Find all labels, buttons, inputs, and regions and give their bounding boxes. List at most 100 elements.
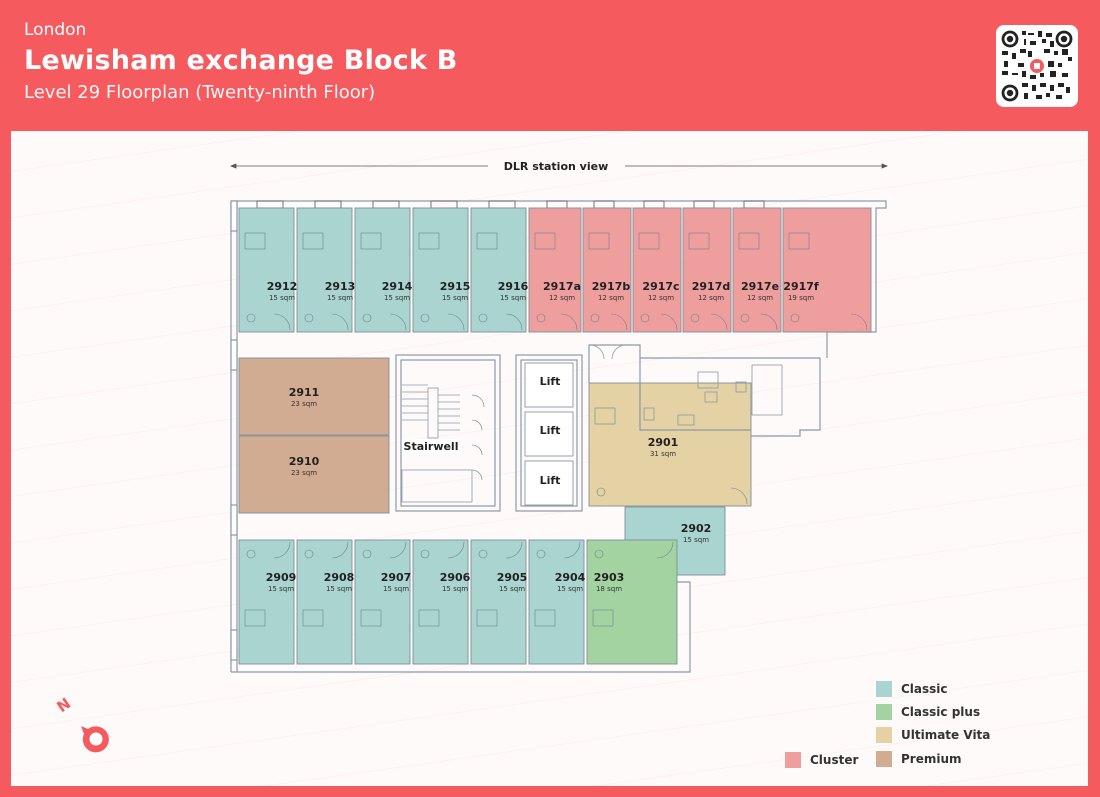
- legend-item-classic-plus: Classic plus: [876, 704, 980, 720]
- stairwell-area: Stairwell: [402, 439, 460, 454]
- qr-code-icon: [1000, 29, 1074, 103]
- room-number: 2917d: [692, 280, 731, 293]
- furniture-icon: [638, 232, 678, 331]
- legend-label: Premium: [901, 752, 962, 766]
- room-size: 15 sqm: [269, 294, 295, 302]
- room-size: 12 sqm: [747, 294, 773, 302]
- room-fill: [412, 207, 469, 333]
- room-size: 15 sqm: [557, 585, 583, 593]
- page-subtitle: Level 29 Floorplan (Twenty-ninth Floor): [24, 82, 376, 103]
- room-fill: [682, 207, 732, 333]
- room-number: 2907: [381, 571, 412, 584]
- room-size: 15 sqm: [268, 585, 294, 593]
- room-fill: [354, 539, 411, 665]
- room-number: 2917e: [741, 280, 779, 293]
- compass-north-label: N: [53, 694, 74, 716]
- qr-code[interactable]: [996, 25, 1078, 107]
- room-fill: [470, 539, 527, 665]
- room-number: 2901: [648, 436, 679, 449]
- room-size: 15 sqm: [442, 585, 468, 593]
- room-number: 2915: [440, 280, 471, 293]
- room-size: 31 sqm: [650, 450, 676, 458]
- room-fill: [528, 539, 585, 665]
- room-size: 15 sqm: [383, 585, 409, 593]
- page-title: Lewisham exchange Block B: [24, 45, 458, 76]
- furniture-icon: [588, 232, 628, 331]
- room-fill: [296, 539, 353, 665]
- room-size: 23 sqm: [291, 400, 317, 408]
- area-label: Stairwell: [404, 440, 459, 453]
- legend-label: Ultimate Vita: [901, 728, 991, 742]
- top-windows: [256, 200, 765, 209]
- room-fill: [296, 207, 353, 333]
- legend-swatch-classic-plus: [876, 704, 892, 720]
- room-fill: [238, 539, 295, 665]
- legend-swatch-premium: [876, 751, 892, 767]
- room-fill: [732, 207, 782, 333]
- furniture-icon: [592, 541, 674, 627]
- furniture-icon: [788, 232, 868, 331]
- room-number: 2912: [267, 280, 298, 293]
- legend-swatch-ultimate-vita: [876, 727, 892, 743]
- room-number: 2914: [382, 280, 413, 293]
- furniture-icon: [302, 232, 349, 331]
- room-fill: [354, 207, 411, 333]
- legend-swatch-classic: [876, 681, 892, 697]
- room-fill: [586, 539, 678, 665]
- furniture-icon: [738, 232, 778, 331]
- legend-item-classic: Classic: [876, 681, 948, 697]
- room-size: 12 sqm: [648, 294, 674, 302]
- furniture-icon: [302, 541, 349, 627]
- furniture-icon: [688, 232, 728, 331]
- room-size: 15 sqm: [384, 294, 410, 302]
- room-size: 12 sqm: [698, 294, 724, 302]
- area-label: Lift: [540, 474, 561, 487]
- core-walls: [395, 344, 821, 512]
- room-fill: [782, 207, 872, 333]
- room-number: 2906: [440, 571, 471, 584]
- room-size: 15 sqm: [327, 294, 353, 302]
- room-number: 2917a: [543, 280, 581, 293]
- furniture-icon: [360, 232, 407, 331]
- room-size: 15 sqm: [326, 585, 352, 593]
- furniture-icon: [418, 232, 465, 331]
- room-size: 12 sqm: [549, 294, 575, 302]
- room-number: 2904: [555, 571, 586, 584]
- furniture-icon: [594, 407, 748, 505]
- room-number: 2908: [324, 571, 355, 584]
- room-fill: [238, 207, 295, 333]
- room-fill: [238, 357, 390, 436]
- legend-label: Classic plus: [901, 705, 981, 719]
- legend-item-premium: Premium: [876, 751, 962, 767]
- legend-label: Cluster: [810, 753, 859, 767]
- furniture-icon: [360, 541, 407, 627]
- city-label: London: [24, 20, 87, 40]
- legend-item-cluster: Cluster: [785, 752, 858, 768]
- furniture-icon: [244, 541, 291, 627]
- legend-label: Classic: [901, 682, 948, 696]
- room-number: 2911: [289, 386, 320, 399]
- room-number: 2913: [325, 280, 356, 293]
